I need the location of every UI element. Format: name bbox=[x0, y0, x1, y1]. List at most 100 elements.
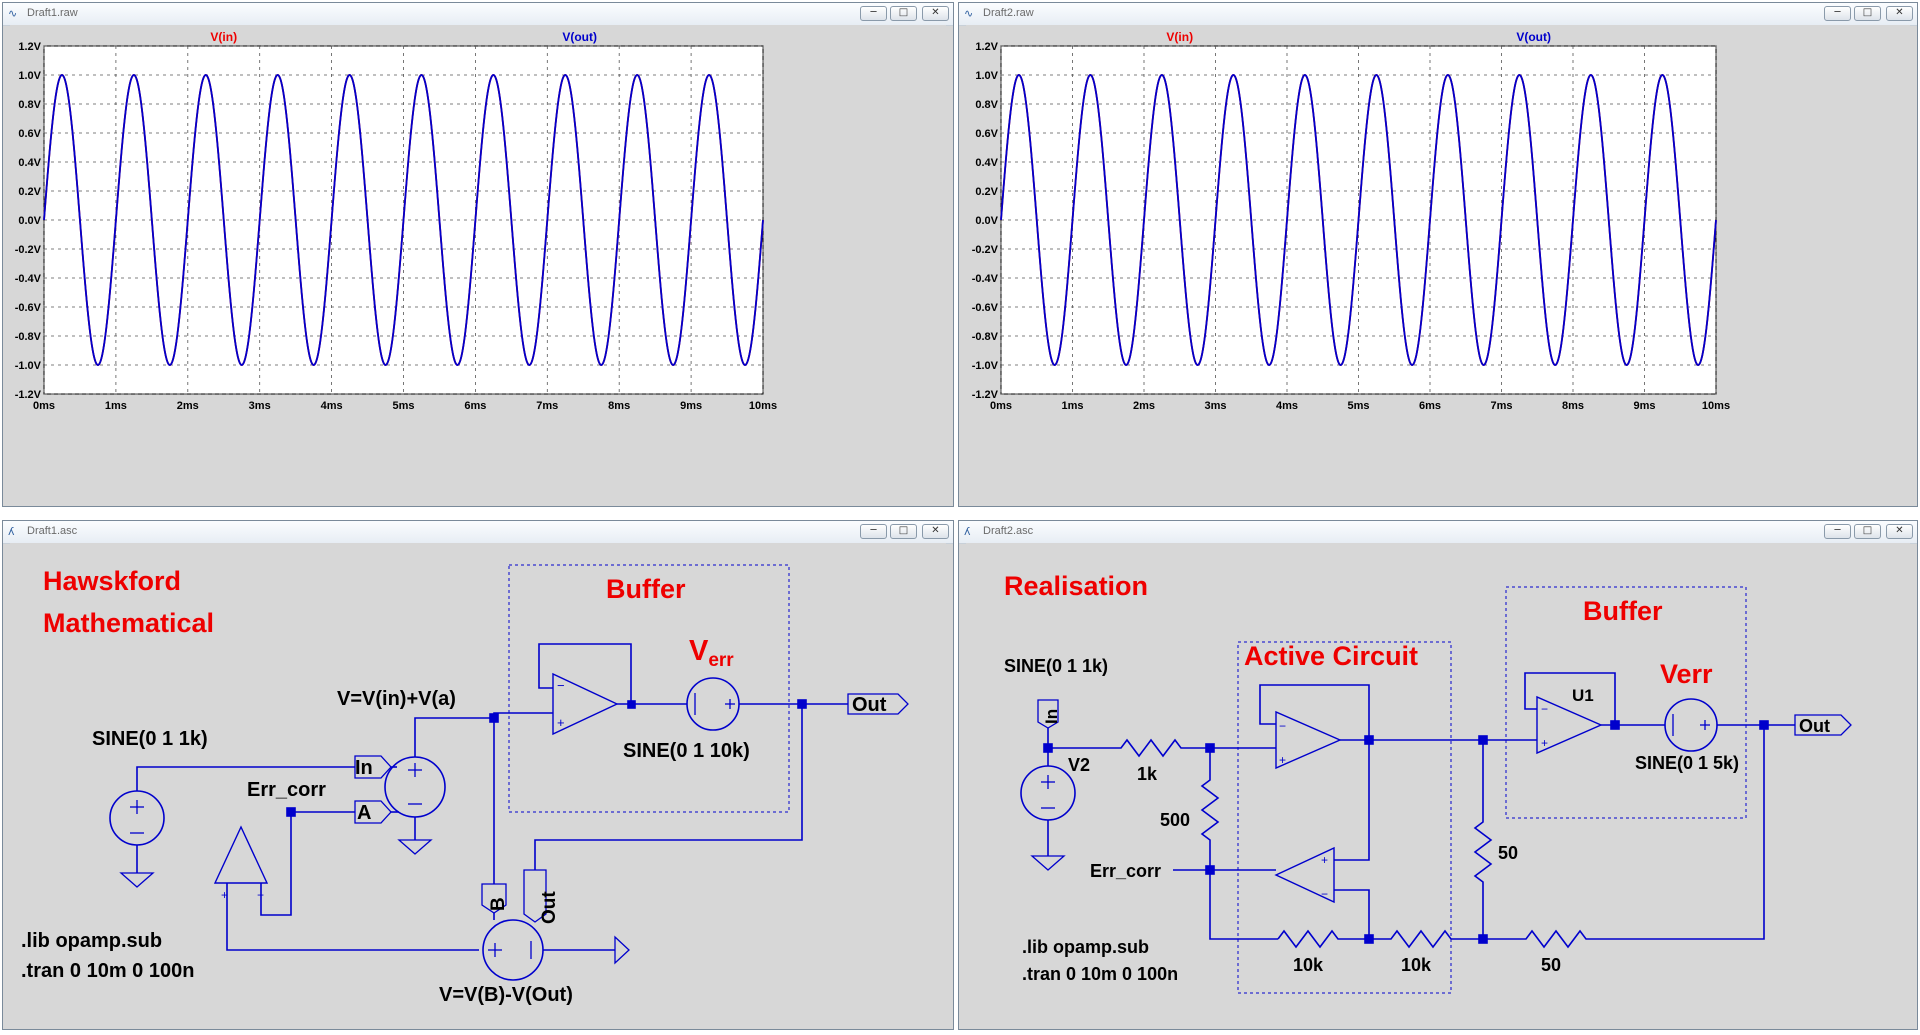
port-b-label: B bbox=[488, 897, 509, 911]
x-tick-label: 2ms bbox=[1133, 400, 1155, 412]
u1-label: U1 bbox=[1572, 686, 1594, 705]
err-corr-opamp[interactable] bbox=[213, 825, 269, 884]
close-button[interactable]: ✕ bbox=[1886, 6, 1913, 21]
lib-directive[interactable]: .lib opamp.sub bbox=[21, 930, 162, 952]
resistor-1k[interactable] bbox=[1048, 738, 1210, 758]
x-tick-label: 5ms bbox=[392, 400, 414, 412]
trace-label[interactable]: V(in) bbox=[1166, 30, 1193, 44]
verr-source-label[interactable]: SINE(0 1 10k) bbox=[623, 740, 750, 762]
maximize-button[interactable]: □ bbox=[1854, 524, 1881, 539]
resistor-10k-b[interactable] bbox=[1369, 929, 1483, 949]
y-tick-label: -0.4V bbox=[972, 273, 999, 285]
schematic-icon: ʎ bbox=[8, 525, 15, 538]
x-tick-label: 6ms bbox=[464, 400, 486, 412]
lib-directive[interactable]: .lib opamp.sub bbox=[1022, 937, 1149, 957]
resistor-500[interactable] bbox=[1200, 748, 1220, 870]
maximize-button[interactable]: □ bbox=[890, 6, 917, 21]
input-source-label[interactable]: SINE(0 1 1k) bbox=[1004, 656, 1108, 676]
y-tick-label: 0.4V bbox=[975, 157, 998, 169]
minimize-button[interactable]: ─ bbox=[860, 6, 887, 21]
x-tick-label: 5ms bbox=[1347, 400, 1369, 412]
window-title: Draft1.raw bbox=[27, 7, 78, 19]
port-in-label: In bbox=[1042, 709, 1061, 724]
b-port[interactable] bbox=[481, 883, 507, 914]
svg-text:+: + bbox=[1279, 753, 1286, 767]
maximize-button[interactable]: □ bbox=[1854, 6, 1881, 21]
out-port[interactable] bbox=[847, 693, 909, 715]
x-tick-label: 8ms bbox=[1562, 400, 1584, 412]
tran-directive[interactable]: .tran 0 10m 0 100n bbox=[21, 960, 194, 982]
y-tick-label: -0.8V bbox=[15, 331, 42, 343]
close-button[interactable]: ✕ bbox=[922, 524, 949, 539]
x-tick-label: 0ms bbox=[990, 400, 1012, 412]
sum-expression[interactable]: V=V(in)+V(a) bbox=[337, 688, 456, 710]
out-v-port[interactable] bbox=[523, 869, 547, 923]
trace-label[interactable]: V(in) bbox=[210, 30, 237, 44]
trace-label[interactable]: V(out) bbox=[562, 30, 597, 44]
r50b-label: 50 bbox=[1541, 955, 1561, 975]
diff-expression[interactable]: V=V(B)-V(Out) bbox=[439, 984, 573, 1006]
in-port[interactable] bbox=[354, 755, 392, 779]
u1-opamp[interactable] bbox=[1536, 695, 1603, 755]
y-tick-label: -0.6V bbox=[15, 302, 42, 314]
x-tick-label: 7ms bbox=[1490, 400, 1512, 412]
trace-label[interactable]: V(out) bbox=[1516, 30, 1551, 44]
titlebar[interactable]: ∿ Draft1.raw ─ □ ✕ bbox=[3, 3, 953, 26]
resistor-50b[interactable] bbox=[1483, 723, 1765, 949]
schematic-canvas[interactable]: − + + − bbox=[966, 543, 1910, 1022]
y-tick-label: 0.4V bbox=[18, 157, 41, 169]
y-tick-label: 1.0V bbox=[975, 70, 998, 82]
x-tick-label: 6ms bbox=[1419, 400, 1441, 412]
out-port[interactable] bbox=[1794, 714, 1852, 736]
y-tick-label: -1.0V bbox=[15, 360, 42, 372]
input-source-label[interactable]: SINE(0 1 1k) bbox=[92, 728, 208, 750]
v2-label: V2 bbox=[1068, 755, 1090, 775]
port-a-label: A bbox=[357, 802, 371, 824]
y-tick-label: -0.6V bbox=[972, 302, 999, 314]
window-draft2-asc[interactable]: ʎ Draft2.asc ─ □ ✕ bbox=[958, 520, 1918, 1030]
y-tick-label: 0.6V bbox=[18, 128, 41, 140]
minimize-button[interactable]: ─ bbox=[1824, 6, 1851, 21]
x-tick-label: 0ms bbox=[33, 400, 55, 412]
active-opamp[interactable] bbox=[1275, 710, 1342, 770]
y-tick-label: -0.4V bbox=[15, 273, 42, 285]
minimize-button[interactable]: ─ bbox=[860, 524, 887, 539]
titlebar[interactable]: ∿ Draft2.raw ─ □ ✕ bbox=[959, 3, 1917, 26]
window-title: Draft2.asc bbox=[983, 525, 1034, 537]
minimize-button[interactable]: ─ bbox=[1824, 524, 1851, 539]
trace-vout[interactable] bbox=[1000, 74, 1717, 366]
x-tick-label: 4ms bbox=[1276, 400, 1298, 412]
active-circuit-box bbox=[1237, 641, 1452, 994]
titlebar[interactable]: ʎ Draft1.asc ─ □ ✕ bbox=[3, 521, 953, 544]
x-tick-label: 10ms bbox=[749, 400, 777, 412]
schematic-canvas[interactable]: − + bbox=[10, 543, 946, 1022]
err-corr-opamp[interactable] bbox=[1274, 846, 1335, 904]
buffer-label: Buffer bbox=[1583, 596, 1663, 626]
resistor-50a[interactable] bbox=[1473, 740, 1493, 939]
maximize-button[interactable]: □ bbox=[890, 524, 917, 539]
sine-source-symbol[interactable] bbox=[109, 790, 165, 846]
tran-directive[interactable]: .tran 0 10m 0 100n bbox=[1022, 964, 1178, 984]
svg-text:+: + bbox=[557, 715, 565, 730]
trace-vout[interactable] bbox=[43, 74, 764, 366]
verr-source-label[interactable]: SINE(0 1 5k) bbox=[1635, 753, 1739, 773]
in-port[interactable] bbox=[1037, 699, 1059, 729]
close-button[interactable]: ✕ bbox=[1886, 524, 1913, 539]
window-draft1-asc[interactable]: ʎ Draft1.asc ─ □ ✕ − + bbox=[2, 520, 954, 1030]
y-tick-label: 0.8V bbox=[18, 99, 41, 111]
x-tick-label: 3ms bbox=[1204, 400, 1226, 412]
a-port[interactable] bbox=[354, 800, 392, 824]
resistor-10k-a[interactable] bbox=[1277, 929, 1369, 949]
titlebar[interactable]: ʎ Draft2.asc ─ □ ✕ bbox=[959, 521, 1917, 544]
svg-text:−: − bbox=[257, 888, 264, 902]
port-in-label: In bbox=[355, 757, 373, 779]
verr-sub: err bbox=[708, 650, 734, 671]
opamp-symbol[interactable] bbox=[552, 672, 619, 736]
close-button[interactable]: ✕ bbox=[922, 6, 949, 21]
v2-source-symbol[interactable] bbox=[1020, 765, 1076, 821]
schematic-icon: ʎ bbox=[964, 525, 971, 538]
